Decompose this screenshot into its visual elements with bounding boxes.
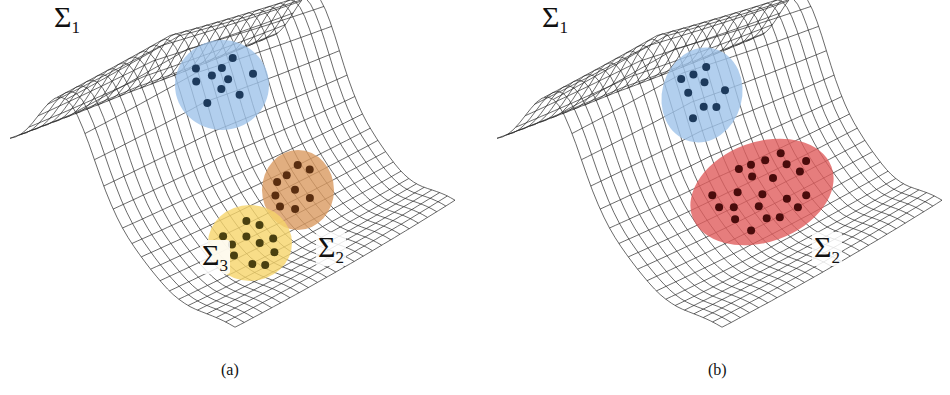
data-point xyxy=(269,235,277,243)
cluster-region xyxy=(651,38,753,151)
mesh-line xyxy=(160,162,393,281)
data-point xyxy=(689,71,697,79)
data-point xyxy=(270,248,278,256)
panel-caption: (b) xyxy=(708,362,727,378)
data-point xyxy=(242,217,250,225)
data-point xyxy=(783,160,791,168)
data-points xyxy=(192,54,810,269)
data-point xyxy=(248,260,256,268)
data-point xyxy=(796,168,804,176)
mesh-line xyxy=(525,13,780,116)
wireframe-surface xyxy=(497,0,942,327)
data-point xyxy=(776,213,784,221)
data-point xyxy=(218,64,226,72)
wireframe-surface xyxy=(10,0,455,327)
data-point xyxy=(730,203,738,211)
data-point xyxy=(192,65,200,73)
data-point xyxy=(783,195,791,203)
data-point xyxy=(256,221,264,229)
data-point xyxy=(229,54,237,62)
data-point xyxy=(192,77,200,85)
data-point xyxy=(700,103,708,111)
data-point xyxy=(261,261,269,269)
data-point xyxy=(291,186,299,194)
data-point xyxy=(273,178,281,186)
data-point xyxy=(701,78,709,86)
data-point xyxy=(208,71,216,79)
mesh-line xyxy=(746,0,933,206)
data-point xyxy=(721,86,729,94)
data-point xyxy=(734,188,742,196)
data-point xyxy=(712,103,720,111)
data-point xyxy=(748,173,756,181)
data-point xyxy=(294,161,302,169)
mesh-line xyxy=(248,0,436,212)
data-point xyxy=(708,191,716,199)
data-point xyxy=(306,194,314,202)
cluster-region xyxy=(175,40,269,130)
data-point xyxy=(306,165,314,173)
mesh-line xyxy=(259,0,446,206)
data-point xyxy=(763,214,771,222)
data-point xyxy=(236,91,244,99)
region-label: Σ2 xyxy=(316,232,346,266)
panel-caption: (a) xyxy=(221,362,239,378)
data-point xyxy=(747,161,755,169)
data-point xyxy=(276,202,284,210)
data-point xyxy=(230,252,238,260)
mesh-line xyxy=(10,37,270,139)
data-point xyxy=(217,85,225,93)
data-point xyxy=(203,99,211,107)
data-point xyxy=(689,114,697,122)
region-label: Σ1 xyxy=(540,2,570,36)
data-point xyxy=(702,63,710,71)
region-label: Σ3 xyxy=(200,240,230,274)
data-point xyxy=(747,226,755,234)
data-point xyxy=(291,205,299,213)
data-point xyxy=(283,171,291,179)
data-point xyxy=(256,239,264,247)
data-point xyxy=(794,203,802,211)
region-label: Σ2 xyxy=(812,232,842,266)
data-point xyxy=(731,215,739,223)
data-point xyxy=(755,202,763,210)
data-point xyxy=(715,203,723,211)
data-point xyxy=(249,70,257,78)
region-label: Σ1 xyxy=(52,2,82,36)
data-point xyxy=(677,75,685,83)
data-point xyxy=(735,165,743,173)
data-point xyxy=(761,156,769,164)
data-point xyxy=(777,149,785,157)
data-point xyxy=(802,157,810,165)
data-point xyxy=(684,89,692,97)
mesh-line xyxy=(85,26,332,133)
data-point xyxy=(224,75,232,83)
data-point xyxy=(219,232,227,240)
mesh-line xyxy=(685,187,912,310)
data-point xyxy=(271,192,279,200)
data-point xyxy=(769,174,777,182)
data-point xyxy=(802,191,810,199)
data-point xyxy=(758,190,766,198)
data-point xyxy=(242,233,250,241)
